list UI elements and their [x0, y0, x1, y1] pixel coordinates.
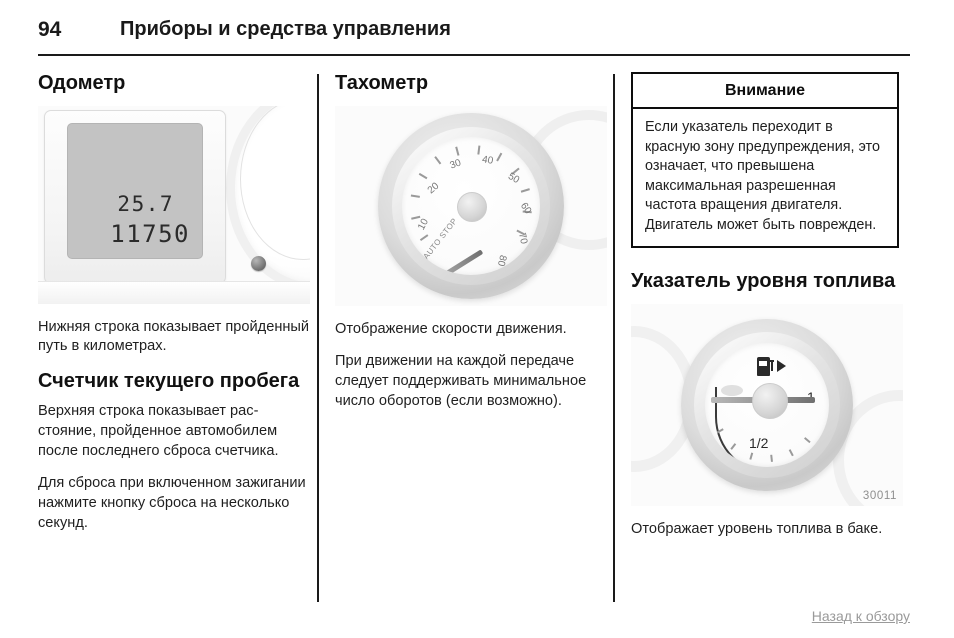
warning-title: Внимание: [633, 74, 897, 109]
dial-number: 70: [516, 231, 530, 245]
dial-tick: [477, 145, 481, 155]
header-divider-rule: [38, 54, 910, 56]
pump-direction-arrow-icon: [777, 360, 786, 373]
tachometer-usage-note: При движении на каждой передаче следует …: [335, 353, 587, 410]
dial-number: 10: [416, 216, 432, 232]
column-right: Внимание Если указатель переходит в крас…: [631, 72, 903, 540]
dial-number: 30: [448, 157, 463, 172]
trip-counter-reset-instruction: Для сброса при включенном зажи­гании наж…: [38, 475, 306, 532]
dial-number: 80: [494, 253, 509, 267]
dial-number: 50: [505, 170, 522, 186]
cluster-base-edge: [38, 280, 310, 304]
warning-box: Внимание Если указатель переходит в крас…: [631, 72, 899, 249]
fuel-gauge-figure: 1 1/2 30011: [631, 304, 903, 507]
fuel-label-half: 1/2: [749, 435, 769, 452]
column-divider-right: [613, 74, 615, 602]
tachometer-gauge: 10 20 30 40 50 60 70 80 AUTO STOP: [378, 112, 564, 299]
dial-tick: [455, 146, 460, 156]
dial-number: 20: [425, 180, 442, 196]
lcd-total-value: 11750: [110, 219, 190, 248]
trip-counter-description: Верхняя строка показывает рас­стояние, п…: [38, 402, 279, 459]
fuel-gauge: 1 1/2: [681, 319, 853, 492]
dial-tick: [410, 194, 420, 198]
column-left: Одометр 25.7 11750 Нижняя строка показыв…: [38, 72, 310, 534]
odometer-description: Нижняя строка показывает прой­денный пут…: [38, 318, 310, 355]
dial-tick: [520, 187, 530, 192]
odometer-figure: 25.7 11750: [38, 105, 310, 304]
dial-tick: [420, 234, 429, 241]
column-divider-left: [317, 74, 319, 602]
odometer-panel: 25.7 11750: [44, 109, 226, 284]
needle-hub: [457, 191, 487, 222]
dial-tick: [418, 172, 428, 179]
figure-id-label: 30011: [862, 490, 897, 503]
gauge-face: 1 1/2: [705, 343, 829, 468]
page-title: Приборы и средства управления: [120, 18, 451, 40]
fuel-gauge-description: Отображает уровень топлива в баке.: [631, 521, 883, 538]
gauge-outer-ring: 10 20 30 40 50 60 70 80 AUTO STOP: [378, 112, 564, 299]
section-title-odometer: Одометр: [38, 72, 126, 94]
pump-window-shape: [759, 361, 767, 367]
section-title-fuel-gauge: Указатель уровня топлива: [631, 270, 896, 293]
gauge-face: 10 20 30 40 50 60 70 80 AUTO STOP: [402, 136, 540, 275]
gauge-outer-ring: 1 1/2: [681, 319, 853, 492]
warning-body-text: Если указатель переходит в красную зону …: [645, 119, 880, 233]
needle-hub: [752, 383, 788, 420]
dial-number: 60: [517, 200, 534, 216]
pump-hose-shape: [771, 360, 773, 372]
back-to-overview-link[interactable]: Назад к обзору: [811, 608, 910, 624]
section-title-trip-counter: Счетчик текущего пробега: [38, 370, 300, 393]
tachometer-figure: 10 20 30 40 50 60 70 80 AUTO STOP: [335, 105, 607, 306]
column-middle: Тахометр: [335, 72, 607, 412]
lcd-trip-value: 25.7: [117, 191, 174, 216]
pump-body-shape: [757, 357, 770, 377]
page-number: 94: [38, 18, 62, 41]
tachometer-description: Отображение скорости движения.: [335, 320, 567, 337]
page-header: 94 Приборы и средства управления: [38, 18, 908, 48]
reset-button-knob: [251, 255, 266, 271]
fuel-scale-arc: [715, 387, 829, 468]
dial-tick: [496, 152, 502, 161]
odometer-lcd-screen: 25.7 11750: [67, 122, 203, 259]
dial-tick: [434, 155, 441, 165]
section-title-tachometer: Тахометр: [335, 72, 429, 94]
fuel-pump-icon: [757, 355, 786, 377]
content-columns: Одометр 25.7 11750 Нижняя строка показыв…: [0, 72, 954, 612]
dial-number: 40: [481, 153, 494, 167]
